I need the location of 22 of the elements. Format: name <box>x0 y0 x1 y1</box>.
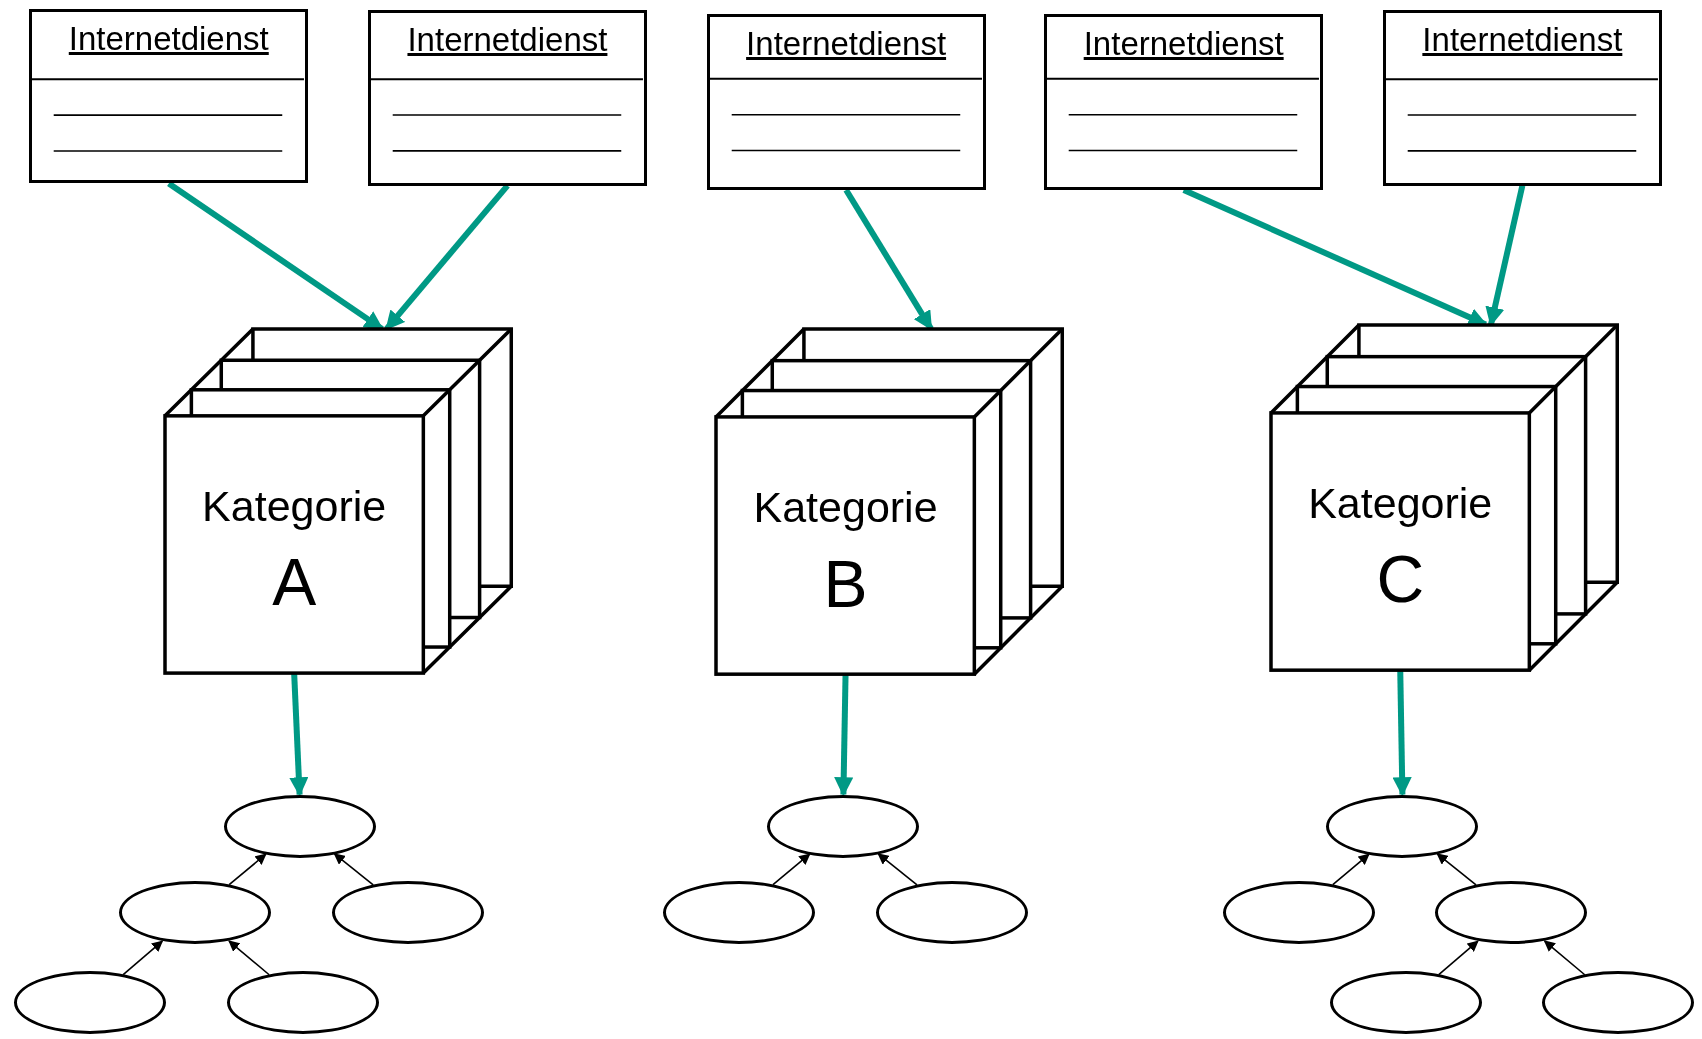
stacked-cube <box>1271 324 1618 670</box>
category-label: B <box>822 550 869 617</box>
service-box <box>1044 14 1324 190</box>
box-title: Internetdienst <box>67 19 270 58</box>
category-label: A <box>271 549 318 616</box>
stacked-cube <box>165 328 512 673</box>
service-box <box>1382 9 1662 186</box>
category-label: Kategorie <box>201 485 388 529</box>
arrow <box>1392 669 1412 797</box>
category-label: Kategorie <box>1307 481 1494 525</box>
box-title: Internetdienst <box>1082 25 1285 64</box>
arrow <box>289 672 309 797</box>
service-box <box>706 14 986 190</box>
service-box <box>29 8 309 184</box>
stacked-cube <box>716 328 1063 675</box>
box-title: Internetdienst <box>406 20 609 59</box>
service-box <box>367 9 647 186</box>
box-title: Internetdienst <box>1421 20 1624 59</box>
category-label: C <box>1375 546 1426 613</box>
arrow <box>834 674 854 797</box>
category-label: Kategorie <box>752 486 939 530</box>
box-title: Internetdienst <box>745 25 948 64</box>
